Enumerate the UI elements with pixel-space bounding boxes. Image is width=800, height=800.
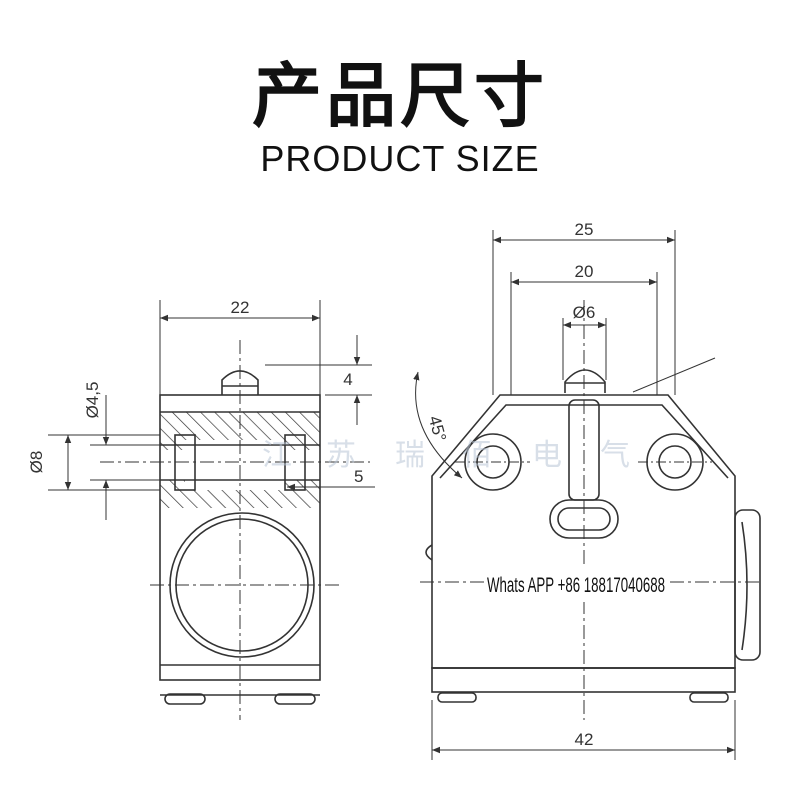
side-view-dimensions	[48, 300, 375, 520]
page-subtitle: PRODUCT SIZE	[260, 138, 540, 179]
side-view	[100, 340, 370, 720]
dim-hole-spacing-label: 20	[575, 262, 594, 281]
page-title: 产品尺寸	[252, 55, 548, 137]
front-view-dimensions	[413, 230, 736, 760]
dim-hole-label: Ø8	[27, 451, 46, 474]
dim-base-label: 42	[575, 730, 594, 749]
contact-backdrop	[484, 566, 668, 602]
watermark-char: 瑞	[395, 438, 425, 473]
watermark-char: 苏	[326, 438, 356, 473]
watermark-char: 电	[532, 438, 562, 473]
watermark-char: 气	[600, 438, 630, 473]
dim-plunger-label: Ø6	[573, 303, 596, 322]
contact-text: Whats APP +86 18817040688	[487, 574, 665, 597]
dim-overall-label: 25	[575, 220, 594, 239]
watermark-char: 江	[262, 438, 292, 473]
dim-hole-small-label: Ø4,5	[83, 382, 102, 419]
front-view	[420, 300, 761, 720]
watermark: 江 苏 瑞 佰 电 气	[262, 438, 630, 473]
dim-depth-label: 5	[354, 467, 363, 486]
watermark-char: 佰	[462, 438, 492, 473]
dim-width-label: 22	[231, 298, 250, 317]
dim-top-label: 4	[343, 370, 352, 389]
